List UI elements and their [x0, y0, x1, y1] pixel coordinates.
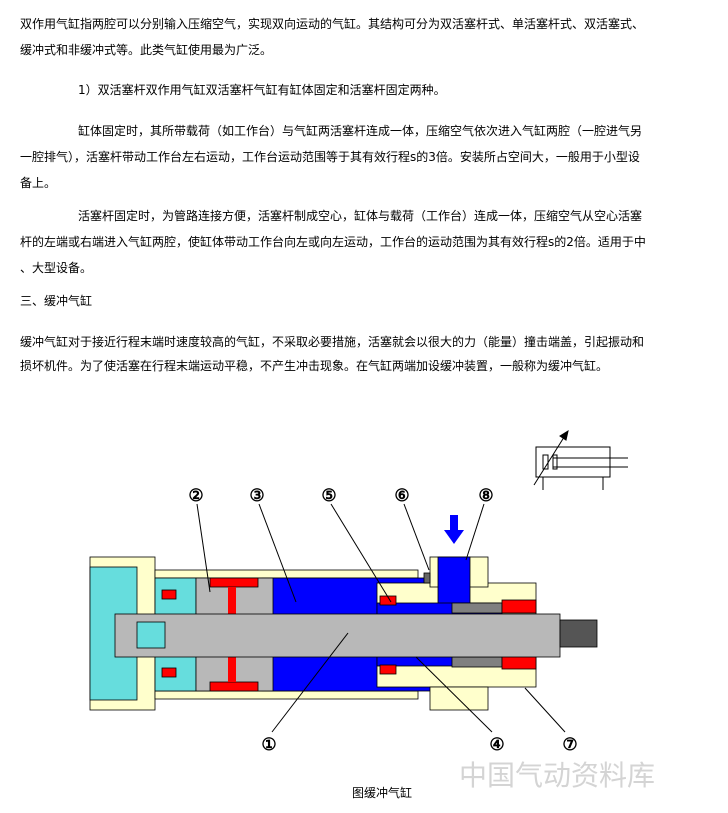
bushing-bottom: [451, 656, 503, 668]
paragraph-body-fixed-line-1: 缸体固定时，其所带载荷（如工作台）与气缸两活塞杆连成一体，压缩空气依次进入气缸两…: [78, 124, 643, 138]
watermark: 中国气动资料库: [459, 759, 656, 792]
cushion-seal-top: [379, 595, 397, 606]
paragraph-cushion-line-1: 缓冲气缸对于接近行程末端时速度较高的气缸，不采取必要措施，活塞就会以很大的力（能…: [20, 335, 645, 349]
rod-thread: [559, 619, 598, 648]
leader-lines: [196, 503, 566, 733]
paragraph-intro-line-1: 双作用气缸指两腔可以分别输入压缩空气，实现双向运动的气缸。其结构可分为双活塞杆式…: [20, 17, 645, 31]
cushion-seal-bottom: [379, 664, 397, 675]
cylinder-cross-section: [89, 556, 598, 711]
left-seal-top: [161, 589, 177, 600]
section-heading-cushion-cylinder: 三、缓冲气缸: [20, 294, 93, 308]
label-1: ①: [261, 735, 276, 755]
piston-rod: [114, 613, 561, 658]
bushing-top: [451, 602, 503, 614]
rod-seal-top: [501, 599, 537, 614]
paragraph-rod-fixed-line-3: 、大型设备。: [20, 261, 93, 275]
paragraph-intro-line-2: 缓冲式和非缓冲式等。此类气缸使用最为广泛。: [20, 43, 273, 57]
label-7: ⑦: [562, 735, 577, 755]
label-6: ⑥: [394, 486, 409, 506]
adjust-screw: [423, 572, 431, 584]
rod-seal-bottom: [501, 655, 537, 670]
paragraph-rod-fixed-line-2: 杆的左端或右端进入气缸两腔，使缸体带动工作台向左或向左运动，工作台的运动范围为其…: [20, 235, 646, 249]
paragraph-body-fixed-line-3: 备上。: [20, 176, 57, 190]
label-8: ⑧: [478, 486, 493, 506]
label-4: ④: [489, 735, 504, 755]
paragraph-body-fixed-line-2: 一腔排气），活塞杆带动工作台左右运动，工作台运动范围等于其有效行程s的3倍。安装…: [20, 150, 640, 164]
label-2: ②: [188, 486, 203, 506]
piston-seal-bottom: [209, 681, 259, 692]
figure-caption: 图缓冲气缸: [352, 786, 413, 800]
paragraph-cushion-line-2: 损坏机件。为了使活塞在行程末端运动平稳，不产生冲击现象。在气缸两端加设缓冲装置，…: [20, 359, 609, 373]
paragraph-double-rod-heading: 1）双活塞杆双作用气缸双活塞杆气缸有缸体固定和活塞杆固定两种。: [78, 83, 446, 97]
cushion-plunger: [136, 621, 166, 649]
piston-seal-top: [209, 577, 259, 588]
label-3: ③: [249, 486, 264, 506]
cylinder-symbol-icon: [533, 429, 628, 490]
air-inlet-arrow-icon: [444, 515, 464, 544]
paragraph-rod-fixed-line-1: 活塞杆固定时，为管路连接方便，活塞杆制成空心，缸体与载荷（工作台）连成一体，压缩…: [78, 209, 643, 223]
barrel-bottom-wall: [154, 690, 419, 700]
label-5: ⑤: [321, 486, 336, 506]
right-flange: [429, 686, 489, 711]
left-seal-bottom: [161, 667, 177, 678]
